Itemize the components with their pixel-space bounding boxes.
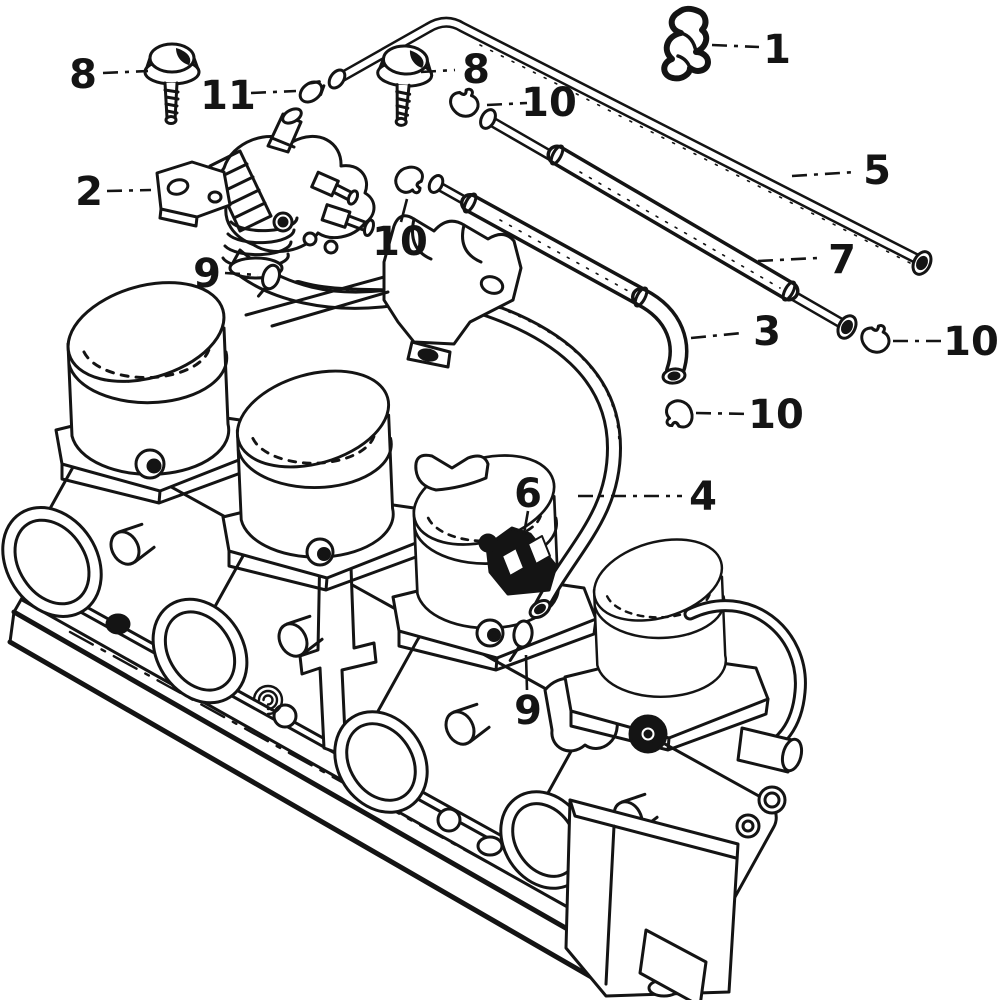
leader-line-10 <box>486 101 528 107</box>
callout-3: 3 <box>753 309 781 355</box>
leader-line-10 <box>695 411 752 416</box>
part-7-tube <box>479 108 858 340</box>
leader-line-10 <box>399 198 409 223</box>
part-10-clip-right <box>858 322 893 358</box>
callout-9: 9 <box>193 251 221 297</box>
leader-line-8 <box>102 69 149 75</box>
callout-11: 11 <box>200 73 256 119</box>
dome-lift-bracket <box>414 453 490 492</box>
leader-line-2 <box>106 188 152 193</box>
part-10-clip-left <box>392 163 426 197</box>
part-5-tube <box>327 16 933 276</box>
fuel-loop-pipe <box>683 599 807 839</box>
callout-9: 9 <box>514 688 542 734</box>
callout-8: 8 <box>69 52 97 98</box>
part-9-pin-bottom <box>508 619 534 662</box>
callout-5: 5 <box>863 148 891 194</box>
callout-10: 10 <box>748 392 804 438</box>
leader-line-1 <box>711 43 760 49</box>
leader-line-6 <box>519 510 530 552</box>
leader-line-11 <box>250 89 297 95</box>
part-6-clamp <box>478 526 558 596</box>
part-10-clip-mid <box>663 398 695 430</box>
pipe-bracket <box>244 214 523 369</box>
part-8-bolt-right <box>373 43 435 129</box>
leader-line-3 <box>690 331 743 340</box>
leader-line-8 <box>420 68 456 74</box>
leader-line-7 <box>757 256 819 263</box>
float-bowl <box>564 798 740 998</box>
carb-4-cap <box>563 524 770 752</box>
cover-screws <box>134 448 668 754</box>
part-2-bracket <box>155 160 232 228</box>
callout-6: 6 <box>514 471 542 517</box>
callout-8: 8 <box>462 47 490 93</box>
callout-10: 10 <box>521 80 577 126</box>
part-11-clip <box>298 80 326 104</box>
callout-10: 10 <box>943 319 999 365</box>
callout-10: 10 <box>372 219 428 265</box>
leader-line-9 <box>224 271 259 277</box>
part-3-tube-elbow <box>427 174 689 385</box>
callout-2: 2 <box>75 169 103 215</box>
part-8-bolt-left <box>143 42 201 125</box>
fuel-joint-assembly <box>155 107 400 310</box>
part-1-clamp <box>661 5 711 82</box>
callout-4: 4 <box>689 474 717 520</box>
intake-bells <box>1 506 591 890</box>
part-9-pin-left <box>256 263 281 298</box>
callout-layer: 8 11 8 10 1 5 2 10 7 9 3 10 10 4 6 9 <box>69 27 999 734</box>
throttle-spring <box>252 684 284 716</box>
callout-7: 7 <box>828 237 856 283</box>
leader-line-5 <box>791 170 857 178</box>
callout-1: 1 <box>763 27 791 73</box>
rail-end-cap <box>638 928 708 1000</box>
leader-line-9 <box>524 654 529 691</box>
